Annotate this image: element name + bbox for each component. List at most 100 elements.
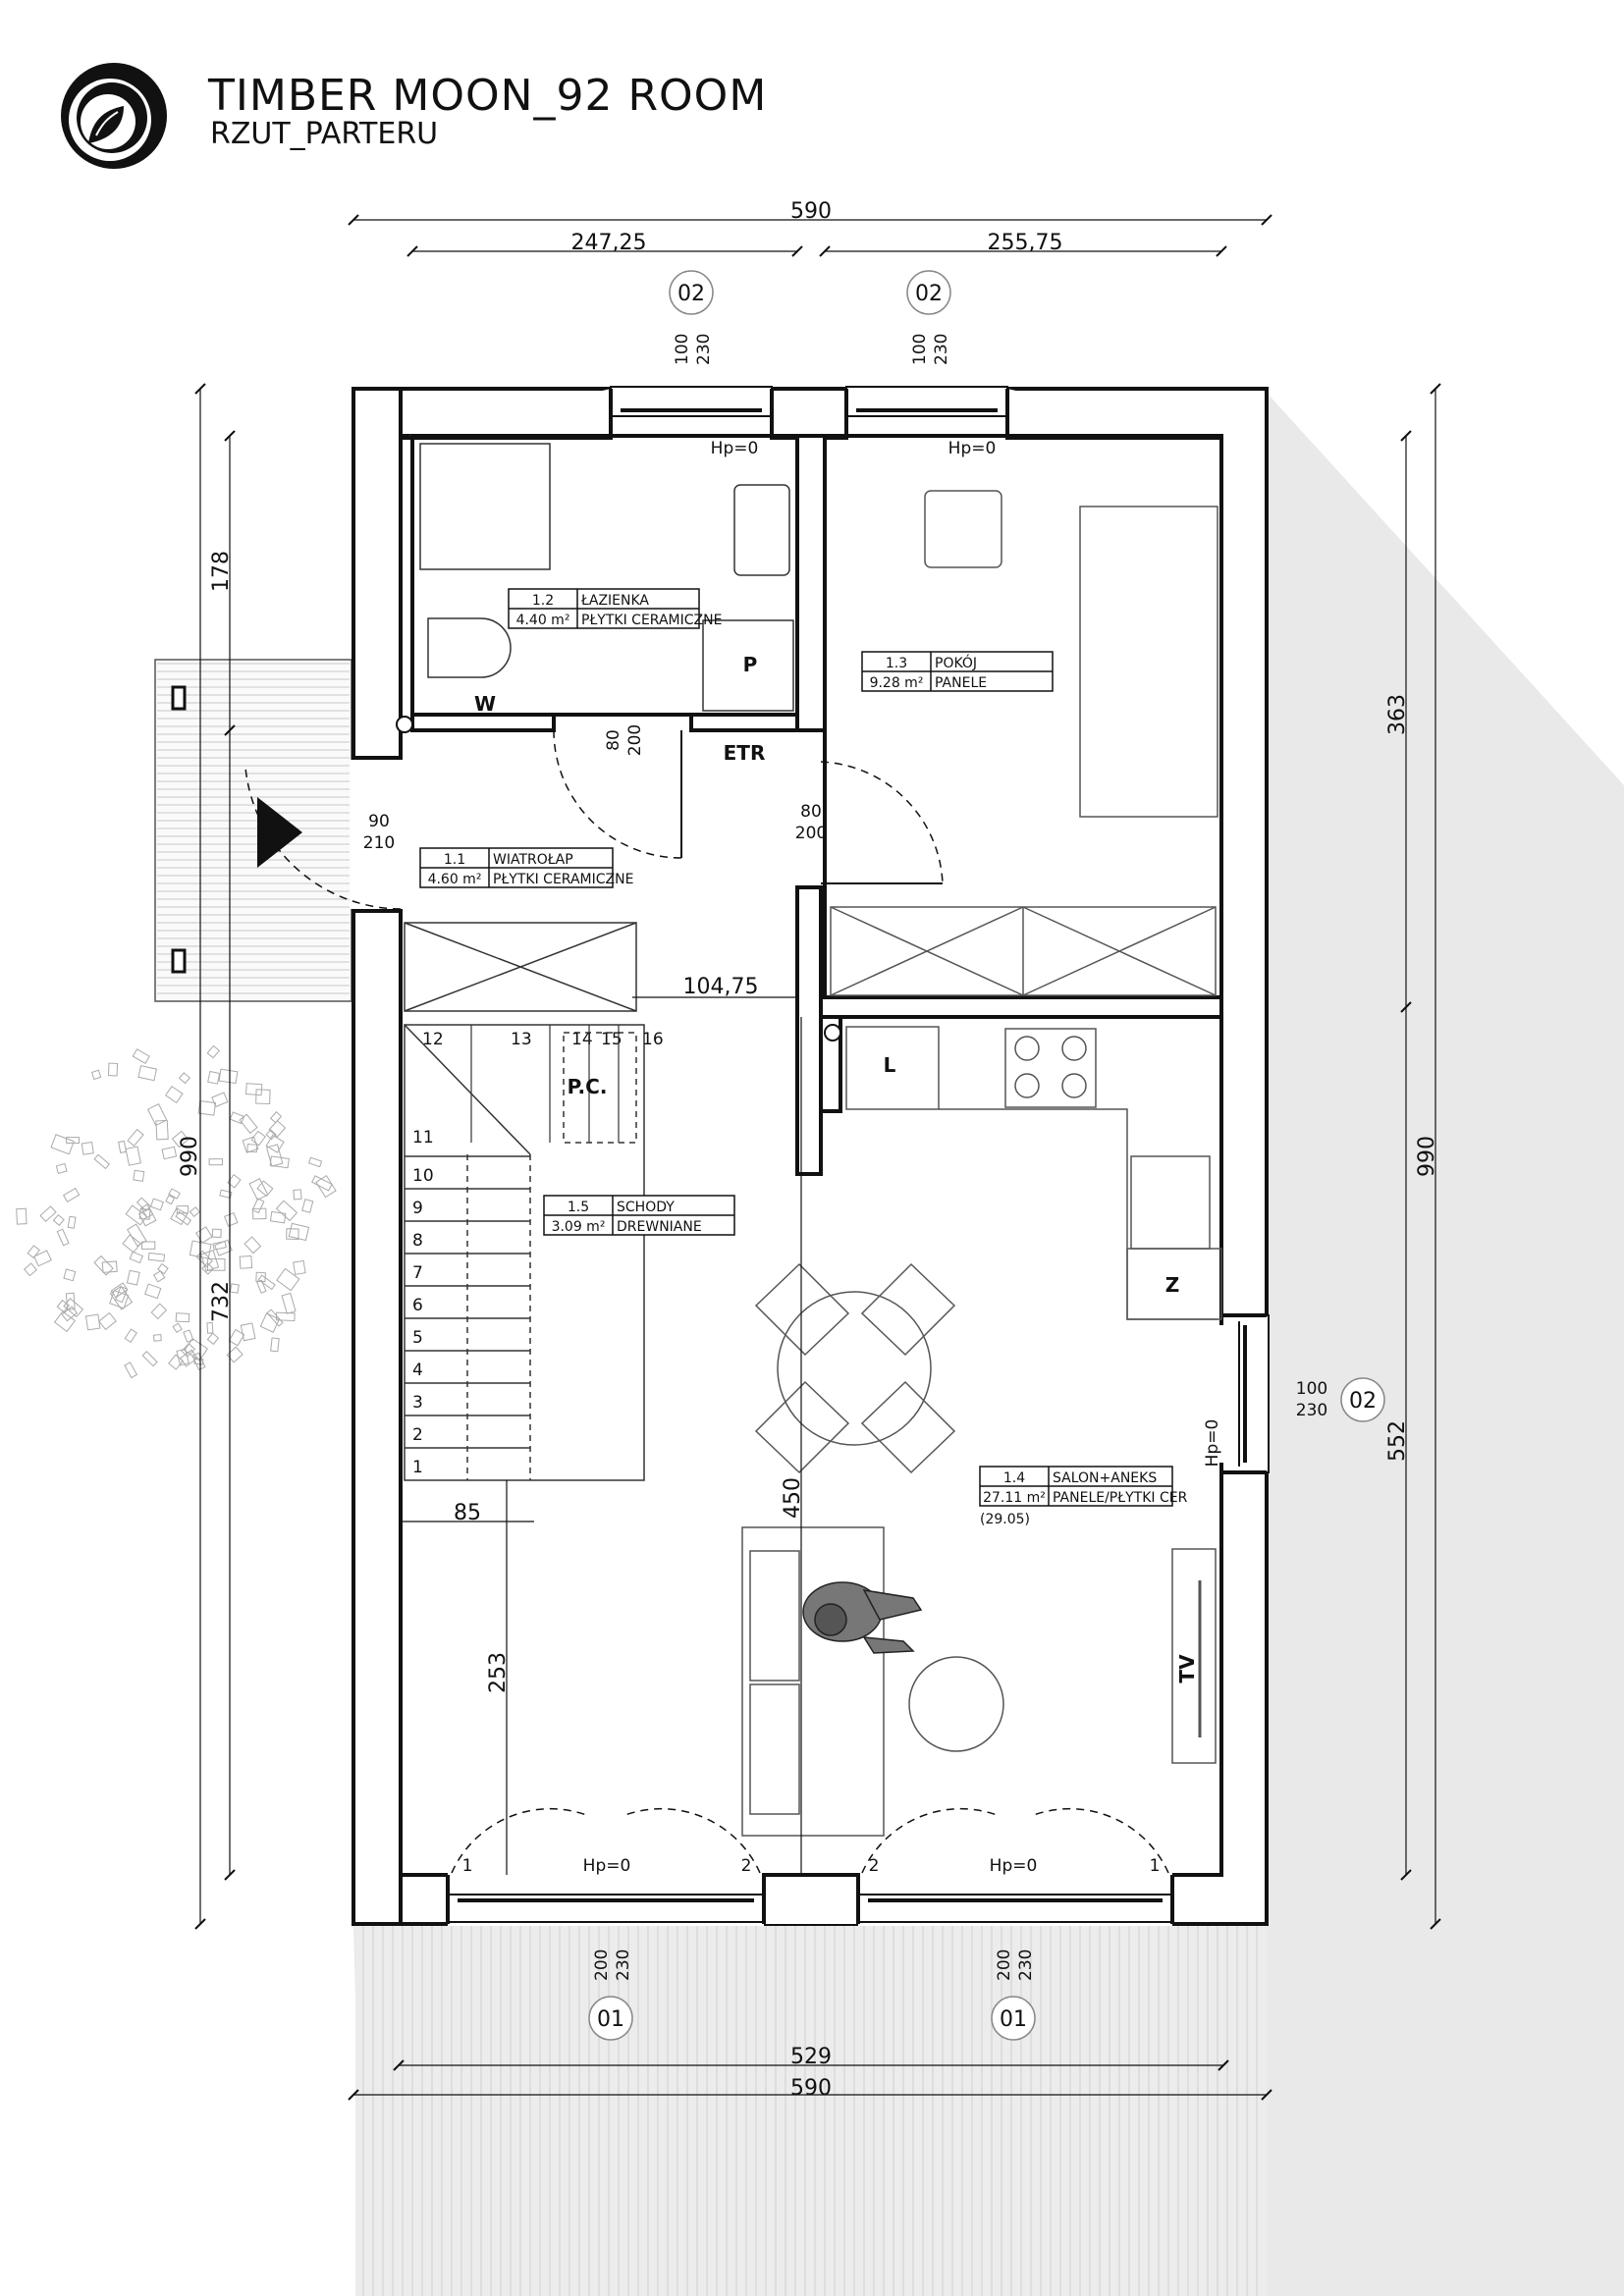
tree-leaf	[118, 1140, 128, 1153]
tree-leaf	[189, 1206, 200, 1218]
dim-right-upper: 363	[1385, 694, 1410, 735]
tree-leaf	[227, 1174, 242, 1189]
washer	[702, 619, 794, 712]
dim-stair-width: 85	[454, 1501, 481, 1525]
tree-leaf	[137, 1065, 158, 1082]
stair-step-number: 5	[412, 1328, 423, 1348]
tree-leaf	[206, 1332, 220, 1346]
room-name: POKÓJ	[935, 654, 977, 671]
company-logo	[61, 63, 167, 169]
tree-leaf	[90, 1069, 102, 1081]
tree-leaf	[228, 1328, 245, 1347]
tree-leaf	[101, 1260, 118, 1273]
toilet	[427, 617, 512, 678]
tree-leaf	[127, 1128, 144, 1148]
door-leaf-number: 2	[869, 1856, 880, 1876]
tree-leaf	[170, 1207, 189, 1226]
washing-machine-marker: W	[474, 692, 496, 716]
dimension-tick	[1430, 383, 1441, 395]
dimension-tick	[1400, 1001, 1412, 1013]
tree-leaf	[115, 1286, 129, 1304]
window-height: 230	[932, 334, 951, 365]
tree-leaf	[176, 1348, 189, 1366]
building-shadow	[353, 393, 1624, 2296]
dimension-tick	[194, 1918, 206, 1930]
dim-right-lower: 552	[1385, 1420, 1410, 1462]
tree-leaf	[146, 1103, 168, 1127]
dim-right-total: 990	[1415, 1136, 1439, 1177]
stair-step-number: 14	[571, 1030, 593, 1049]
tree-leaf	[175, 1312, 190, 1323]
entrance-arrow-icon	[257, 797, 302, 868]
dim-hall-width: 104,75	[683, 975, 759, 999]
tree-leaf	[24, 1262, 38, 1277]
room-area: 27.11 m²	[983, 1490, 1046, 1506]
tv-marker: TV	[1175, 1654, 1199, 1683]
boiler-marker: P	[743, 653, 758, 676]
tree-leaf	[98, 1311, 117, 1331]
tree-leaf	[84, 1313, 101, 1331]
floor-level-door: Hp=0	[583, 1856, 631, 1876]
tree-leaf	[293, 1189, 302, 1201]
tree-leaf	[251, 1198, 265, 1214]
desk-chair	[924, 490, 1002, 568]
dim-left-lower: 732	[209, 1281, 234, 1322]
stair-step-number: 15	[601, 1030, 623, 1049]
door-height: 200	[795, 824, 827, 843]
tree-leaf	[281, 1292, 297, 1314]
window-height: 230	[1296, 1401, 1327, 1420]
porch-post	[171, 685, 187, 711]
tree-leaf	[93, 1153, 111, 1170]
room-name: ŁAZIENKA	[580, 593, 649, 609]
tree-leaf	[244, 1083, 263, 1096]
dimension-tick	[393, 2059, 405, 2071]
tree-leaf	[256, 1180, 274, 1198]
entrance-porch	[154, 659, 352, 1002]
tree-leaf	[81, 1141, 94, 1155]
room-num: 1.5	[568, 1200, 589, 1215]
tree-leaf	[55, 1162, 68, 1175]
room-name: WIATROŁAP	[493, 852, 573, 868]
tree-leaf	[195, 1250, 213, 1268]
tree-leaf	[147, 1252, 166, 1262]
tree-leaf	[288, 1222, 310, 1242]
tree-leaf	[152, 1334, 162, 1342]
dim-stair-depth: 253	[486, 1652, 511, 1693]
window-height: 230	[614, 1949, 633, 1981]
tree-leaf	[137, 1207, 157, 1227]
tree-leaf	[246, 1144, 258, 1153]
dimension-tick	[1216, 245, 1227, 257]
tree-leaf	[293, 1259, 306, 1275]
stair-step-number: 2	[412, 1425, 423, 1445]
dim-top-total: 590	[790, 199, 832, 224]
dim-left-outer: 990	[178, 1136, 202, 1177]
tree-leaf	[191, 1352, 206, 1371]
tree-leaf	[150, 1303, 168, 1320]
window-width: 100	[673, 334, 692, 365]
tree-leaf	[269, 1155, 290, 1169]
tree-leaf	[125, 1146, 141, 1166]
dimension-tick	[1261, 2089, 1272, 2101]
dimension-tick	[1430, 1918, 1441, 1930]
coffee-table	[908, 1656, 1004, 1752]
tree-leaf	[141, 1241, 156, 1250]
tree-leaf	[239, 1255, 253, 1269]
dim-top-right: 255,75	[988, 231, 1063, 255]
tree-leaf	[181, 1343, 196, 1358]
tree-leaf	[218, 1068, 239, 1085]
door-leaf-number: 1	[462, 1856, 473, 1876]
room-finish: PŁYTKI CERAMICZNE	[581, 613, 722, 628]
tree-leaf	[129, 1251, 143, 1264]
sink	[1130, 1155, 1211, 1250]
sofa	[741, 1526, 885, 1837]
entry-wall	[352, 909, 403, 1926]
tree-leaf	[179, 1349, 198, 1367]
tree-leaf	[276, 1267, 300, 1292]
dimension-ticks	[194, 214, 1441, 2101]
tree-leaf	[171, 1130, 189, 1148]
tree-leaf	[66, 1137, 80, 1145]
dimension-tick	[1218, 2059, 1229, 2071]
dimension-tick	[406, 245, 418, 257]
tree-leaf	[268, 1119, 287, 1138]
